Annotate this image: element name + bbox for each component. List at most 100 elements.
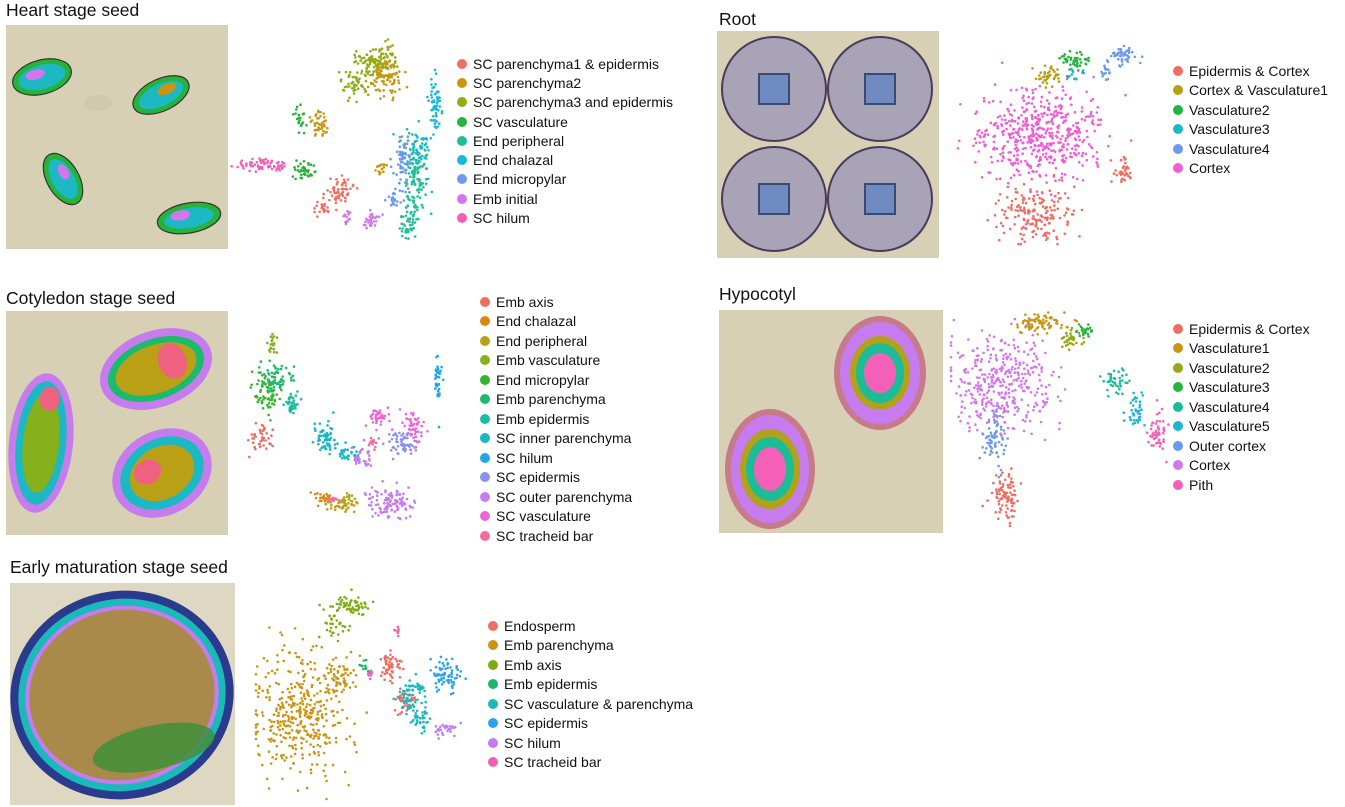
umap-point [336,187,340,191]
umap-point [334,201,338,205]
umap-point [327,691,331,695]
umap-point [1023,382,1026,385]
legend-swatch [457,135,467,146]
umap-point [355,50,358,53]
umap-point [986,391,989,394]
umap-point [309,698,313,702]
umap-point [413,210,416,213]
umap-point [1033,202,1037,206]
umap-point [1004,444,1008,448]
umap-point [279,631,282,634]
cluster-vasculature1 [1016,311,1079,336]
umap-point [1034,77,1038,81]
umap-point [975,110,978,113]
umap-point [368,70,371,73]
umap-point [270,375,274,378]
umap-point [447,678,450,682]
umap-point [1071,176,1075,179]
umap-point [324,774,327,778]
umap-point [1097,118,1100,121]
umap-point [404,684,407,687]
umap-point [261,714,265,717]
legend-label: Vasculature4 [1189,140,1270,157]
umap-point [384,74,387,77]
umap-point [319,709,322,713]
umap-point [309,771,313,775]
umap-point [435,368,438,371]
umap-point [406,139,410,142]
umap-point [345,737,348,741]
umap-point [300,173,303,177]
umap-plot [949,311,1170,528]
umap-point [1017,170,1020,173]
umap-point [281,720,285,723]
umap-point [1091,119,1095,122]
umap-point [1072,343,1075,346]
umap-point [450,669,454,672]
umap-point [1076,61,1079,65]
umap-point [344,441,347,444]
umap-point [994,354,998,357]
umap-point [366,607,370,610]
umap-point [312,737,315,740]
umap-point [968,429,971,433]
legend-swatch [1173,460,1183,471]
umap-point [360,84,363,87]
umap-point [1042,136,1046,139]
umap-point [387,515,390,518]
umap-point [1128,171,1132,175]
legend-entry: Vasculature4 [1173,397,1310,417]
umap-point [1037,74,1041,77]
umap-point [419,183,423,187]
umap-point [372,70,375,73]
umap-point [1008,136,1012,139]
umap-point [436,98,439,101]
umap-point [1008,521,1012,525]
umap-point [328,736,331,740]
umap-point [383,656,387,659]
umap-point [1167,423,1170,426]
umap-point [275,336,279,339]
umap-point [1009,132,1012,136]
umap-point [409,158,412,161]
umap-point [292,113,295,116]
umap-point [1025,118,1028,121]
umap-point [992,135,995,138]
umap-point [386,54,389,58]
umap-point [313,662,316,665]
umap-point [993,431,997,435]
umap-point [293,166,296,169]
umap-point [429,136,433,140]
umap-point [381,163,384,166]
umap-point [426,177,430,181]
umap-point [1071,132,1075,135]
umap-point [447,675,450,679]
umap-point [395,150,399,154]
umap-point [982,377,986,381]
umap-point [1023,319,1027,322]
umap-point [266,341,269,345]
umap-point [998,510,1001,514]
umap-point [272,739,275,743]
umap-point [393,90,397,94]
umap-point [403,424,406,428]
umap-point [1086,135,1089,139]
umap-point [455,673,459,677]
umap-point [251,165,254,168]
umap-point [986,499,989,502]
umap-point [361,613,365,616]
umap-point [1073,129,1077,133]
umap-point [1050,119,1053,122]
umap-point [1020,383,1023,386]
umap-point [391,72,395,76]
umap-point [985,447,988,450]
umap-point [1078,64,1082,67]
umap-point [380,57,383,61]
umap-point [389,165,393,169]
umap-point [1006,426,1010,430]
umap-point [1007,120,1011,123]
umap-point [317,437,321,440]
umap-point [1105,68,1109,71]
umap-point [1029,164,1032,168]
cluster-end-chalazal [309,491,332,508]
